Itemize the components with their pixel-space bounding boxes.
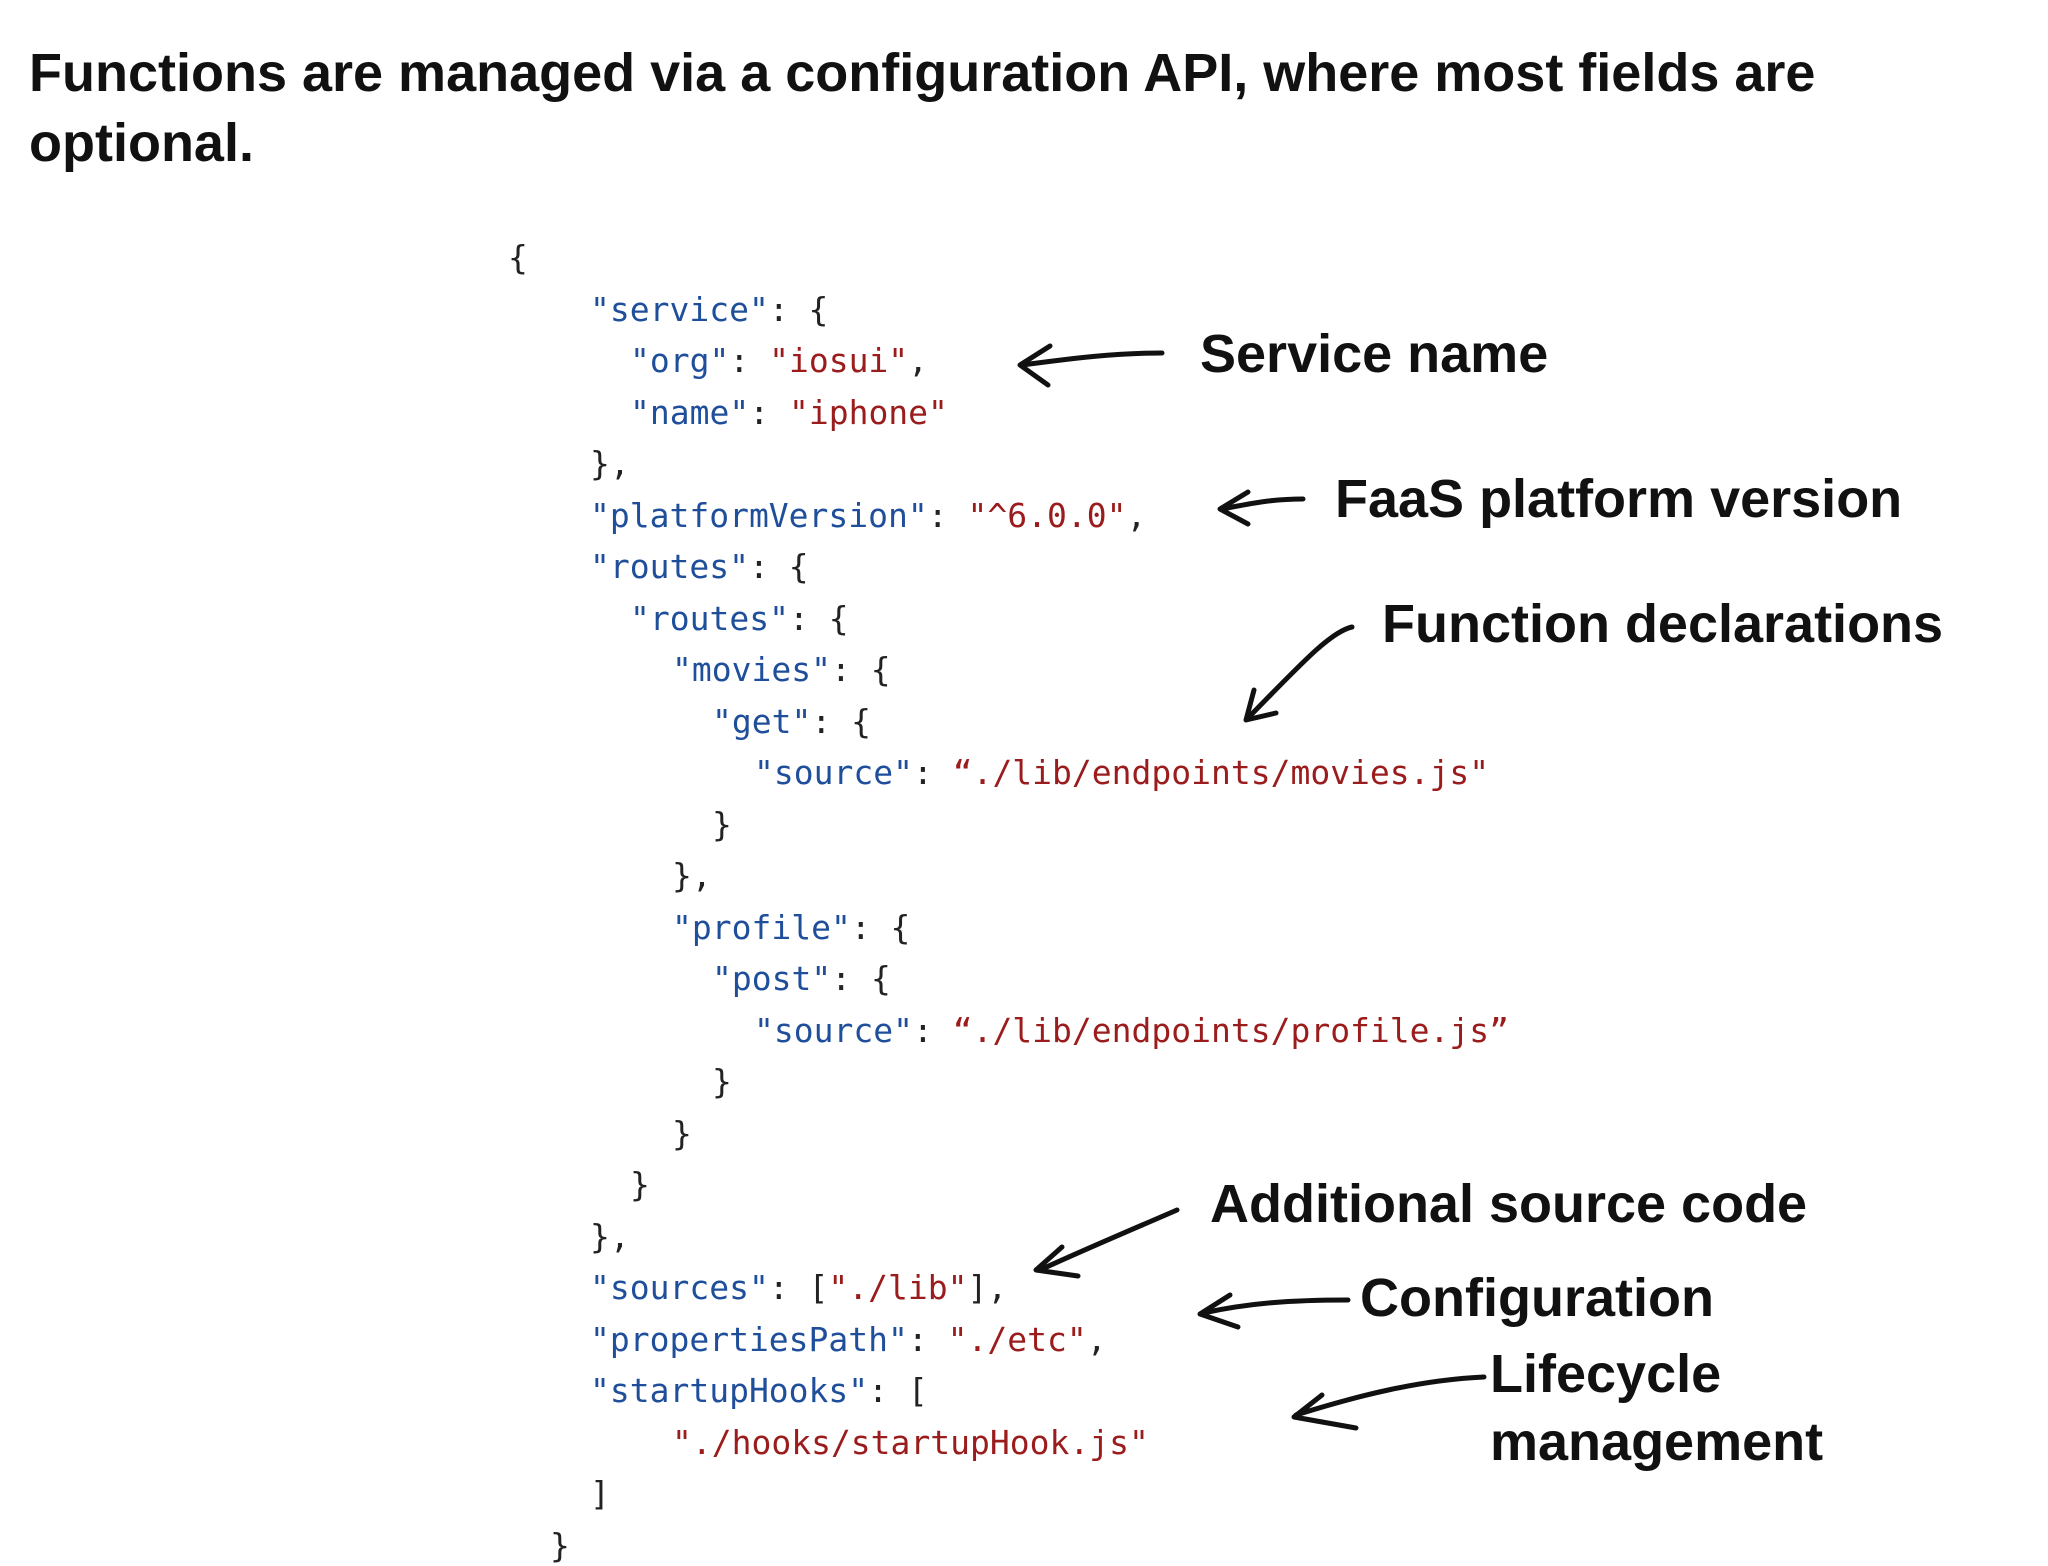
code-string: "iosui" bbox=[769, 341, 909, 380]
code-key: "profile" bbox=[672, 907, 851, 947]
code-line: "org": "iosui", bbox=[630, 341, 928, 381]
code-line: ] bbox=[590, 1474, 610, 1514]
code-punctuation: : bbox=[729, 341, 770, 380]
code-key: "source" bbox=[754, 753, 913, 792]
code-key: "routes" bbox=[630, 598, 789, 638]
code-punctuation: : bbox=[749, 392, 789, 432]
code-punctuation: : bbox=[912, 753, 953, 792]
code-line: "service": { bbox=[590, 290, 828, 330]
code-key: "sources" bbox=[590, 1268, 769, 1307]
annotation-configuration: Configuration bbox=[1360, 1268, 1714, 1328]
code-key: "startupHooks" bbox=[590, 1371, 869, 1410]
code-punctuation: : bbox=[927, 495, 968, 535]
annotation-lifecycle: Lifecycle management bbox=[1490, 1344, 1824, 1472]
code-punctuation: } bbox=[712, 804, 732, 844]
code-line: { bbox=[508, 238, 528, 278]
code-line: } bbox=[712, 805, 732, 845]
code-key: "service" bbox=[590, 289, 769, 329]
code-punctuation: ], bbox=[967, 1268, 1008, 1307]
code-line: "get": { bbox=[712, 702, 871, 742]
code-line: "name": "iphone" bbox=[630, 393, 948, 433]
code-line: "source": “./lib/endpoints/movies.js" bbox=[754, 753, 1489, 793]
code-punctuation: }, bbox=[590, 444, 630, 483]
code-line: } bbox=[712, 1062, 732, 1102]
code-punctuation: : { bbox=[788, 598, 849, 638]
code-line: }, bbox=[672, 856, 712, 896]
code-punctuation: : { bbox=[830, 650, 891, 689]
annotation-platform-version: FaaS platform version bbox=[1335, 469, 1903, 529]
code-key: "source" bbox=[754, 1010, 913, 1050]
code-punctuation: : { bbox=[831, 959, 891, 998]
code-punctuation: : { bbox=[768, 289, 829, 329]
code-line: "routes": { bbox=[630, 599, 849, 639]
code-line: }, bbox=[590, 444, 630, 484]
code-line: "platformVersion": "^6.0.0", bbox=[590, 496, 1146, 536]
code-line: "./hooks/startupHook.js" bbox=[672, 1423, 1149, 1463]
code-string: “./lib/endpoints/profile.js” bbox=[952, 1010, 1509, 1050]
code-key: "post" bbox=[712, 959, 832, 998]
code-punctuation: { bbox=[508, 238, 528, 277]
slide-heading: Functions are managed via a configuratio… bbox=[29, 43, 1816, 173]
code-line: } bbox=[672, 1114, 692, 1154]
code-string: "./etc" bbox=[947, 1319, 1087, 1359]
code-punctuation: } bbox=[550, 1525, 570, 1565]
code-line: "post": { bbox=[712, 959, 891, 999]
code-line: "source": “./lib/endpoints/profile.js” bbox=[754, 1011, 1509, 1051]
code-punctuation: , bbox=[1086, 1319, 1107, 1359]
code-string: "./hooks/startupHook.js" bbox=[672, 1422, 1149, 1462]
code-punctuation: ] bbox=[590, 1474, 610, 1513]
code-punctuation: }, bbox=[672, 856, 712, 895]
annotation-additional-source: Additional source code bbox=[1210, 1174, 1808, 1234]
code-string: “./lib/endpoints/movies.js" bbox=[952, 753, 1490, 792]
code-punctuation: } bbox=[672, 1113, 692, 1153]
code-punctuation: : bbox=[907, 1319, 948, 1359]
annotation-service-name: Service name bbox=[1200, 324, 1549, 384]
code-key: "propertiesPath" bbox=[590, 1319, 908, 1359]
code-line: "profile": { bbox=[672, 908, 910, 948]
code-punctuation: } bbox=[630, 1165, 650, 1204]
code-line: } bbox=[630, 1165, 650, 1205]
code-string: "iphone" bbox=[788, 392, 948, 432]
code-punctuation: , bbox=[908, 341, 929, 380]
code-line: "propertiesPath": "./etc", bbox=[590, 1320, 1107, 1360]
code-punctuation: : { bbox=[748, 547, 809, 586]
code-key: "name" bbox=[630, 392, 750, 432]
code-punctuation: , bbox=[1126, 495, 1147, 535]
code-punctuation: : bbox=[912, 1010, 953, 1050]
code-string: "^6.0.0" bbox=[967, 495, 1127, 535]
code-punctuation: }, bbox=[590, 1216, 630, 1256]
code-string: "./lib" bbox=[828, 1268, 968, 1307]
code-line: "movies": { bbox=[672, 650, 891, 690]
code-key: "movies" bbox=[672, 650, 831, 689]
code-punctuation: : { bbox=[811, 701, 871, 741]
code-key: "platformVersion" bbox=[590, 495, 928, 535]
code-line: }, bbox=[590, 1217, 630, 1257]
code-key: "org" bbox=[630, 341, 730, 380]
code-punctuation: : [ bbox=[768, 1268, 829, 1307]
code-key: "routes" bbox=[590, 547, 749, 586]
code-line: "routes": { bbox=[590, 547, 809, 587]
code-key: "get" bbox=[712, 701, 812, 741]
code-punctuation: } bbox=[712, 1062, 732, 1101]
code-line: "startupHooks": [ bbox=[590, 1371, 928, 1411]
annotation-function-declarations: Function declarations bbox=[1382, 594, 1944, 654]
code-line: } bbox=[550, 1526, 570, 1566]
code-punctuation: : [ bbox=[868, 1371, 928, 1410]
code-punctuation: : { bbox=[850, 907, 911, 947]
code-line: "sources": ["./lib"], bbox=[590, 1268, 1007, 1308]
